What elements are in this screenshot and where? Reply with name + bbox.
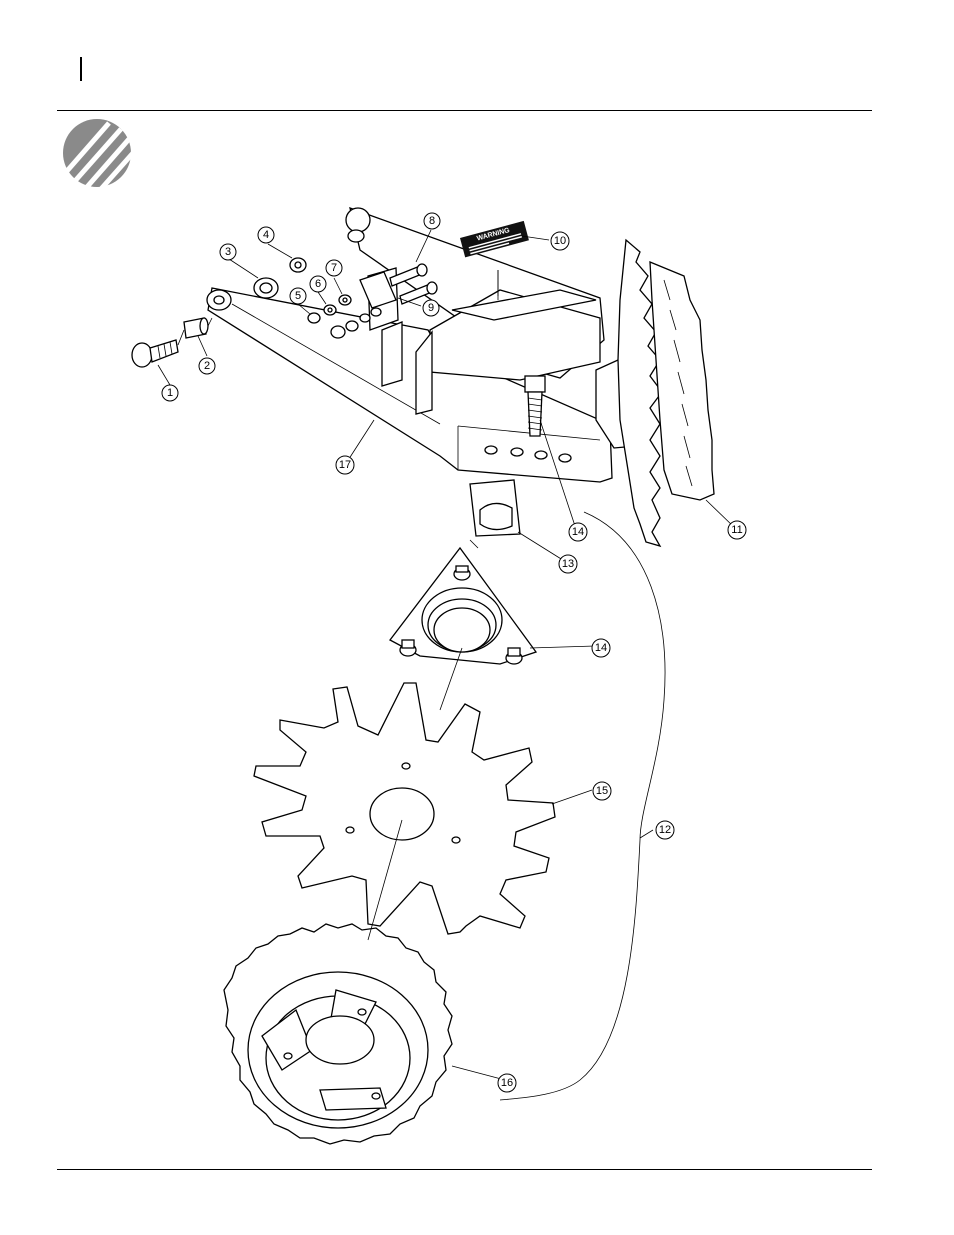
callout-label: 10 [554,235,566,247]
callout-8: 8 [424,213,440,229]
callout-label: 16 [501,1077,513,1089]
callout-1: 1 [162,385,178,401]
brand-logo-icon [61,117,133,189]
flange-nut [400,640,416,656]
callout-label: 7 [331,262,337,274]
flange-nut [506,648,522,664]
callout-label: 12 [659,824,671,836]
bearing-flange [390,548,536,664]
callout-6: 6 [310,276,326,292]
callout-12: 12 [656,821,674,839]
callout-label: 5 [295,290,301,302]
callout-label: 2 [204,360,210,372]
flange-nut [454,566,470,580]
callout-16: 16 [498,1074,516,1092]
callout-13: 13 [559,555,577,573]
spring-plate [470,480,520,536]
washer-7 [339,295,351,305]
callout-label: 17 [339,459,351,471]
callout-label: 8 [429,215,435,227]
closing-wheel-assembly [618,240,714,546]
callout-5: 5 [290,288,306,304]
callout-11: 11 [728,521,746,539]
carriage-bolt [132,340,178,367]
spoked-wheel [254,683,555,934]
callout-label: 14 [572,526,584,538]
callout-14-lower: 14 [592,639,610,657]
callout-label: 14 [595,642,607,654]
callout-label: 4 [263,229,269,241]
hex-nut-4 [290,258,306,272]
callout-label: 1 [167,387,173,399]
washer-6 [324,305,336,315]
callout-7: 7 [326,260,342,276]
callout-label: 15 [596,785,608,797]
callout-label: 9 [428,302,434,314]
callout-14-upper: 14 [569,523,587,541]
warning-decal: WARNING [460,221,529,257]
bearing-cup [254,278,278,298]
callout-9: 9 [423,300,439,316]
callout-label: 3 [225,246,231,258]
tooth-wheel [224,924,452,1144]
callout-label: 11 [731,524,742,536]
callout-10: 10 [551,232,569,250]
bushing [184,318,208,338]
callout-4: 4 [258,227,274,243]
callout-2: 2 [199,358,215,374]
callout-label: 13 [562,558,574,570]
callout-17: 17 [336,456,354,474]
hex-nut-5 [308,313,320,323]
callout-3: 3 [220,244,236,260]
callout-15: 15 [593,782,611,800]
callout-label: 6 [315,278,321,290]
